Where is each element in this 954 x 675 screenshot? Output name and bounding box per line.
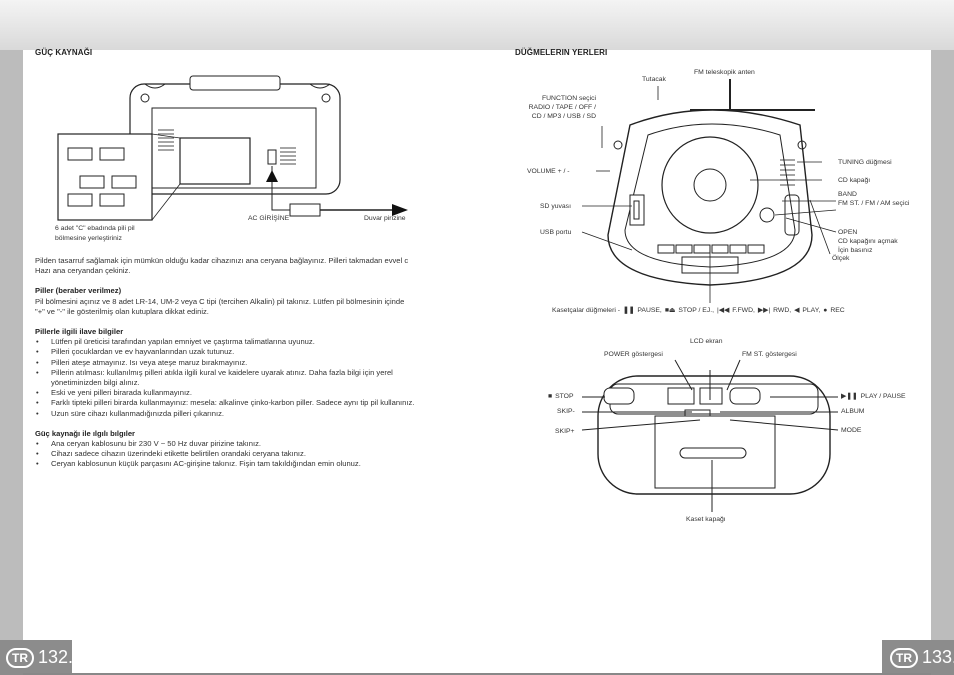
language-badge: TR [890, 647, 918, 668]
tape-door-label: Kaset kapağı [686, 516, 726, 523]
play-icon: ◀ [794, 307, 800, 314]
batteries-paragraph: Pil bölmesini açınız ve 8 adet LR-14, UM… [35, 296, 405, 316]
stop-icon: ■ [548, 393, 553, 400]
top-view-diagram [597, 375, 831, 495]
right-page-number: TR 133. [890, 640, 954, 675]
wall-outlet-label: Duvar pirizine [364, 215, 406, 222]
band-label: BAND FM ST. / FM / AM seçici [838, 190, 909, 208]
power-diagram [57, 75, 408, 221]
battery-caption-line: bölmesine yerleştiriniz [55, 235, 122, 242]
open-label-line: OPEN [838, 229, 858, 236]
mode-label: MODE [841, 427, 862, 434]
controls-heading: DÜĞMELERIN YERLERI [515, 48, 608, 57]
left-margin-bar [0, 50, 23, 675]
power-indicator-label: POWER göstergesi [604, 351, 663, 358]
list-item: Cihazı sadece cihazın üzerindeki etikett… [35, 449, 415, 459]
cd-cover-label: CD kapağı [838, 177, 871, 184]
left-body: Pilden tasarruf sağlamak için mümkün old… [35, 256, 415, 470]
list-item: Pilleri çocuklardan ve ev hayvanlarından… [35, 347, 415, 357]
play-pause-label: ▶❚❚ PLAY / PAUSE [841, 392, 906, 401]
function-label-line: RADIO / TAPE / OFF / [528, 104, 596, 111]
batteries-title: Piller (beraber verilmez) [35, 286, 122, 296]
tuning-label: TUNING düğmesi [838, 159, 892, 166]
skip-plus-label: SKIP+ [555, 428, 575, 435]
stop-eject-icon: ■⏏ [664, 307, 676, 314]
right-margin-bar [931, 50, 954, 675]
list-item: Ana ceryan kablosunu bir 230 V ~ 50 Hz d… [35, 439, 415, 449]
open-label: OPEN CD kapağını açmak İçin basınız [838, 228, 898, 255]
volume-label: VOLUME + / - [527, 168, 570, 175]
handle-label: Tutacak [642, 76, 666, 83]
play-pause-icon: ▶❚❚ [841, 393, 858, 400]
intro-paragraph: Pilden tasarruf sağlamak için mümkün old… [35, 256, 409, 276]
function-label: FUNCTION seçici RADIO / TAPE / OFF / CD … [518, 94, 596, 121]
fast-forward-icon: |◀◀ [717, 307, 730, 314]
cassette-legend-prefix: Kasetçalar düğmeleri - [552, 307, 620, 314]
fm-st-indicator-label: FM ST. göstergesi [742, 351, 797, 358]
footer-rule [23, 673, 931, 675]
header-band [0, 0, 954, 50]
open-label-line: CD kapağını açmak [838, 238, 898, 245]
list-item: Pillerin atılması: kullanılmış pilleri a… [35, 368, 415, 388]
antenna-label: FM teleskopik anten [694, 69, 755, 76]
ac-input-label: AC GİRİŞİNE [248, 215, 290, 222]
rec-label: REC [830, 307, 845, 314]
scale-label: Ölçek [832, 255, 850, 262]
band-label-line: FM ST. / FM / AM seçici [838, 200, 910, 207]
sd-slot-label: SD yuvası [540, 203, 571, 210]
fast-forward-label: F.FWD, [732, 307, 755, 314]
power-info-title: Güç kaynağı ile ılgılı bılgıler [35, 428, 136, 438]
stop-text: STOP [555, 393, 574, 400]
extra-info-title: Pillerle ilgili ilave bilgiler [35, 327, 124, 337]
list-item: Uzun süre cihazı kullanmadığınızda pille… [35, 409, 415, 419]
left-page-number: TR 132. [6, 640, 73, 675]
rec-icon: ● [823, 307, 828, 314]
pause-label: PAUSE, [637, 307, 662, 314]
power-supply-heading: GÜÇ KAYNAĞI [35, 48, 93, 57]
list-item: Lütfen pil üreticisi tarafından yapılan … [35, 337, 415, 347]
language-badge: TR [6, 647, 34, 668]
list-item: Ceryan kablosunun küçük parçasını AC-gir… [35, 459, 415, 469]
pause-icon: ❚❚ [623, 307, 635, 314]
play-pause-text: PLAY / PAUSE [860, 393, 906, 400]
stop-eject-label: STOP / EJ., [678, 307, 714, 314]
band-label-line: BAND [838, 191, 857, 198]
rewind-icon: ▶▶| [757, 307, 771, 314]
stop-label: ■ STOP [548, 392, 574, 401]
play-label: PLAY, [802, 307, 821, 314]
battery-caption: 6 adet "C" ebadında pili pil bölmesine y… [55, 224, 135, 244]
skip-minus-label: SKIP- [557, 408, 575, 415]
open-label-line: İçin basınız [838, 247, 873, 254]
page-number-text: 132. [38, 647, 74, 667]
page-number-text: 133. [922, 647, 954, 667]
rewind-label: RWD, [773, 307, 792, 314]
usb-port-label: USB portu [540, 229, 572, 236]
list-item: Pilleri ateşe atmayınız. Isı veya ateşe … [35, 358, 415, 368]
function-label-line: FUNCTION seçici [542, 95, 596, 102]
function-label-line: CD / MP3 / USB / SD [531, 113, 596, 120]
battery-caption-line: 6 adet "C" ebadında pili pil [55, 225, 135, 232]
list-item: Farklı tipteki pilleri birarda kullanmay… [35, 398, 415, 408]
lcd-label: LCD ekran [690, 338, 723, 345]
extra-info-list: Lütfen pil üreticisi tarafından yapılan … [35, 337, 415, 419]
front-view-diagram [607, 79, 815, 286]
list-item: Eski ve yeni pilleri birarada kullanmayı… [35, 388, 415, 398]
album-label: ALBUM [841, 408, 865, 415]
power-info-list: Ana ceryan kablosunu bir 230 V ~ 50 Hz d… [35, 439, 415, 470]
cassette-buttons-legend: Kasetçalar düğmeleri - ❚❚ PAUSE, ■⏏ STOP… [552, 306, 845, 315]
